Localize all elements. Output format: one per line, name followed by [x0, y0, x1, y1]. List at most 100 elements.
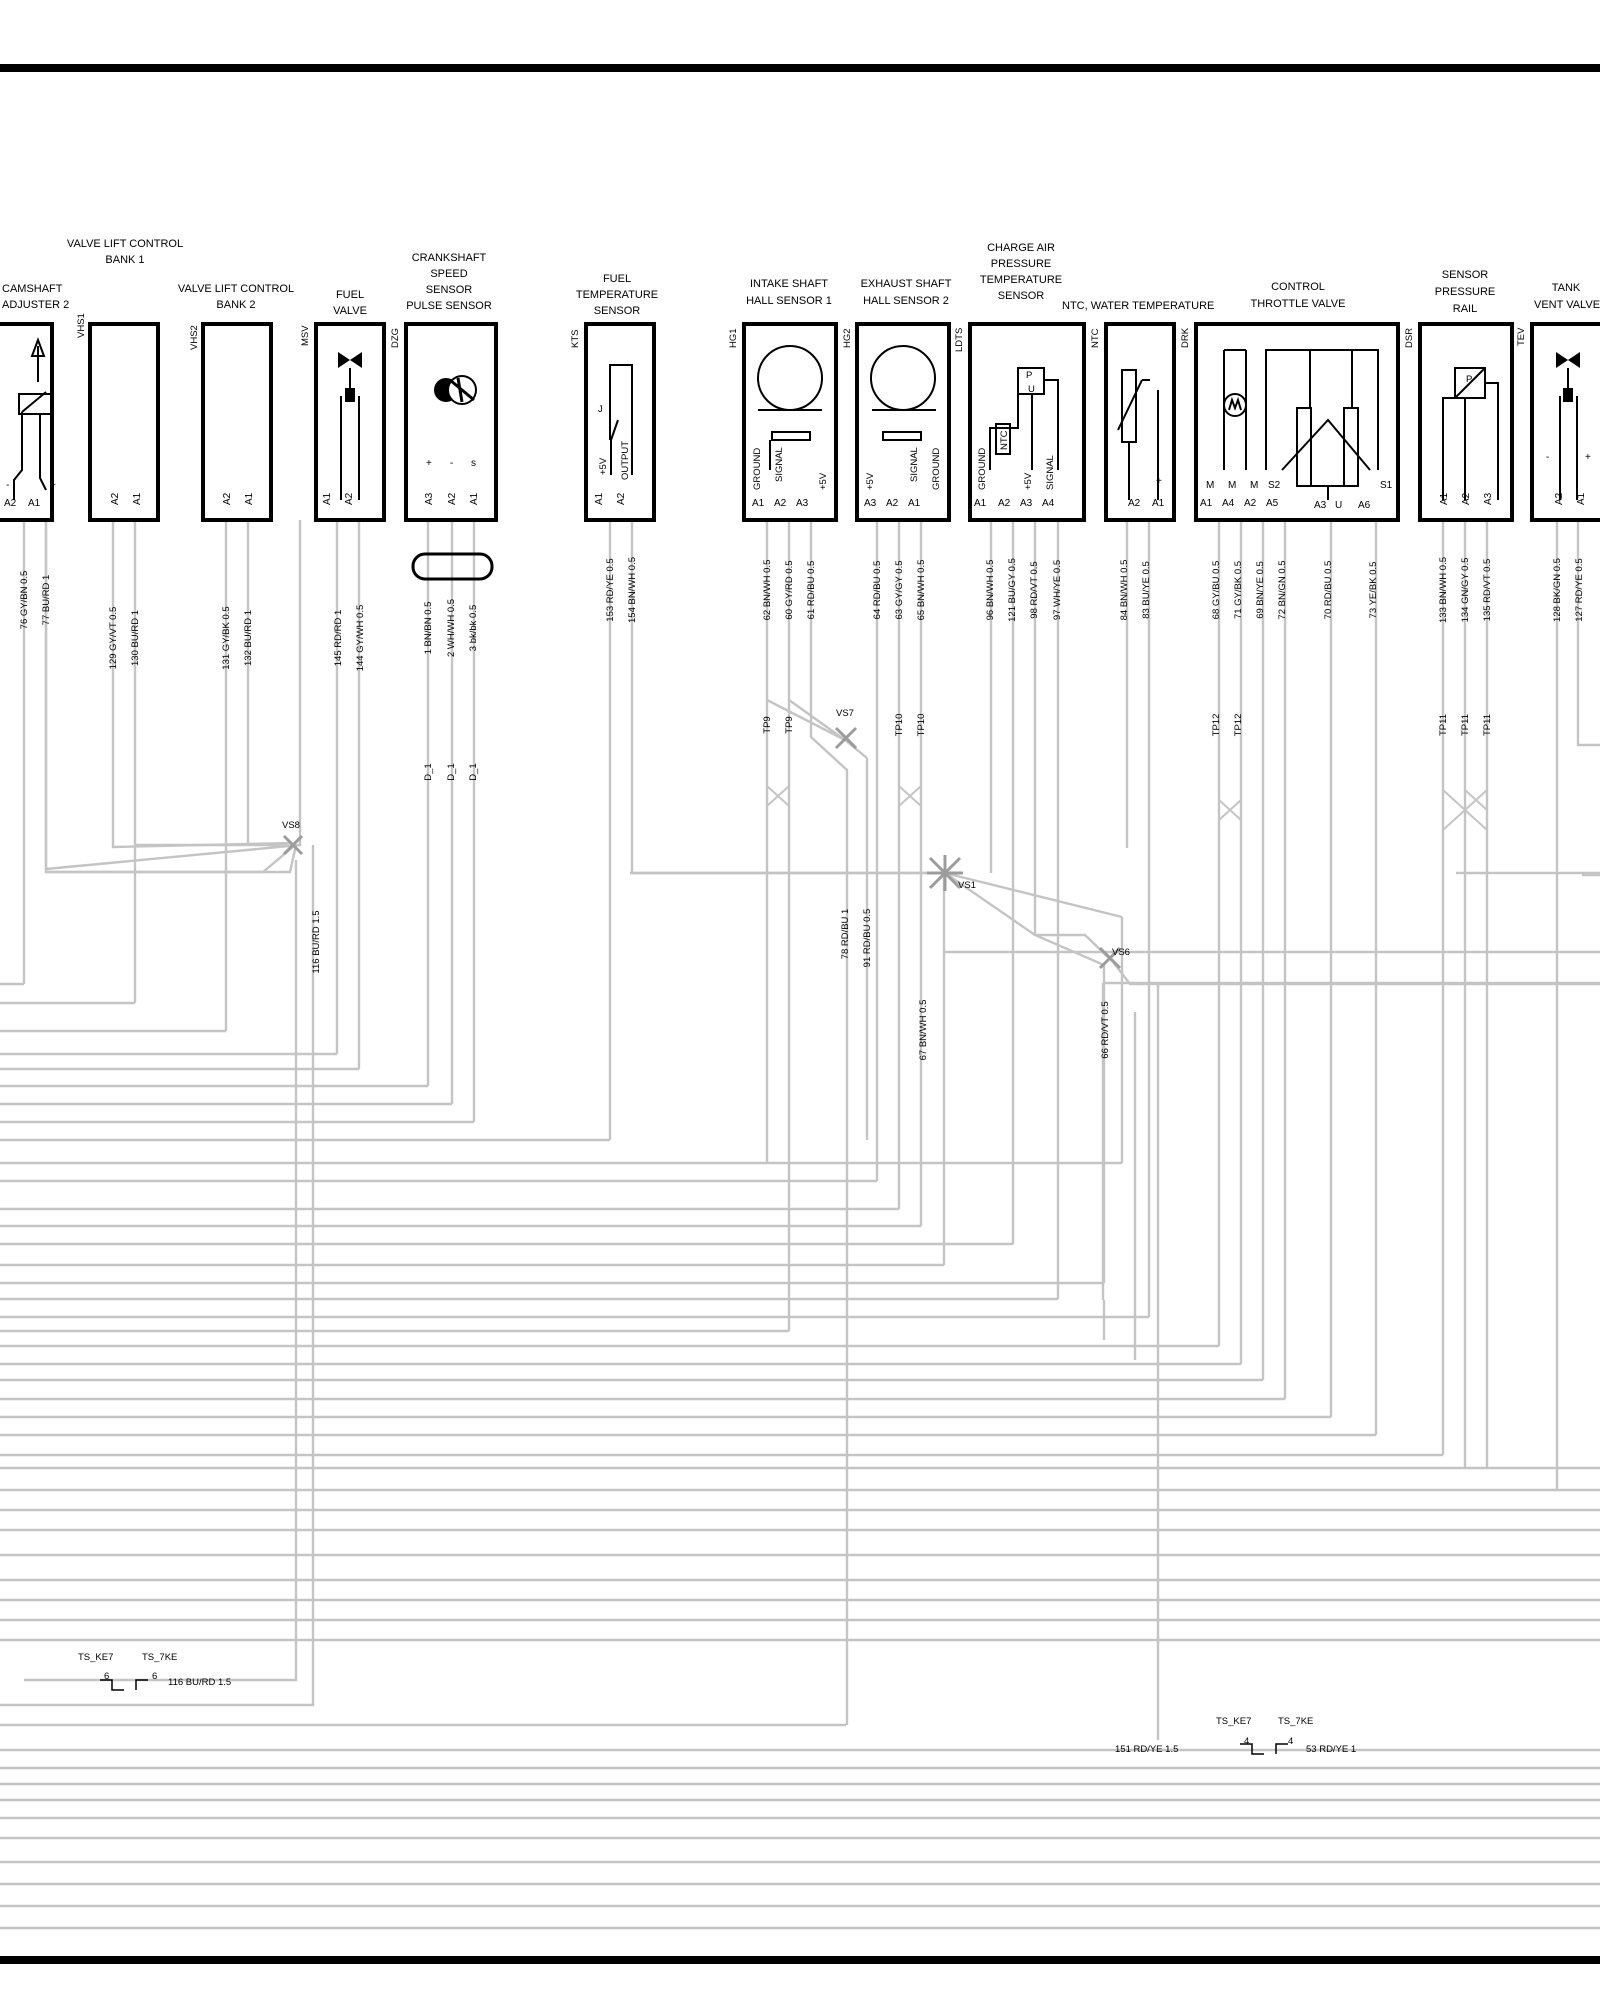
valve-lift-control-bank1-title: VALVE LIFT CONTROL BANK 1 [67, 238, 183, 266]
throttle-motor-icon [1223, 349, 1379, 500]
thermistor-icon [1117, 369, 1159, 500]
svg-text:134 GN/GY 0.5: 134 GN/GY 0.5 [1460, 558, 1471, 623]
svg-text:M: M [1206, 480, 1214, 491]
svg-text:84 BN/WH 0.5: 84 BN/WH 0.5 [1119, 560, 1130, 621]
svg-text:A2: A2 [886, 498, 899, 509]
svg-text:HG2: HG2 [842, 328, 853, 348]
svg-text:FUEL: FUEL [336, 289, 364, 301]
svg-text:+: + [1585, 452, 1591, 463]
svg-text:DRK: DRK [1180, 327, 1191, 348]
svg-text:69 BN/YE 0.5: 69 BN/YE 0.5 [1255, 561, 1266, 619]
connector-ts-ke7-left: TS_KE7 TS_7KE 6 6 116 BU/RD 1.5 [78, 1652, 231, 1691]
svg-text:+5V: +5V [1023, 472, 1034, 490]
svg-text:SENSOR: SENSOR [1442, 269, 1489, 281]
splice-vs8: VS8 116 BU/RD 1.5 [282, 820, 322, 974]
svg-text:154 BN/WH 0.5: 154 BN/WH 0.5 [627, 557, 638, 623]
svg-text:61 RD/BU 0.5: 61 RD/BU 0.5 [806, 561, 817, 620]
pressure-temperature-icon: P U NTC [989, 367, 1059, 470]
svg-text:SENSOR: SENSOR [998, 290, 1045, 302]
svg-text:A1: A1 [974, 498, 987, 509]
svg-text:132 BU/RD 1: 132 BU/RD 1 [243, 610, 254, 666]
svg-text:DSR: DSR [1404, 328, 1415, 348]
svg-text:4: 4 [1244, 1736, 1249, 1747]
svg-text:A3: A3 [424, 492, 435, 505]
svg-text:128 BK/GN 0.5: 128 BK/GN 0.5 [1552, 558, 1563, 622]
solenoid-valve-icon [13, 337, 52, 500]
svg-text:ADJUSTER 2: ADJUSTER 2 [2, 299, 69, 311]
svg-text:1 BN/BN 0.5: 1 BN/BN 0.5 [423, 602, 434, 655]
svg-text:65 BN/WH 0.5: 65 BN/WH 0.5 [916, 560, 927, 621]
svg-text:s: s [471, 458, 476, 469]
svg-text:PRESSURE: PRESSURE [1435, 286, 1496, 298]
svg-text:U: U [1028, 384, 1035, 395]
svg-text:TP10: TP10 [916, 714, 927, 737]
svg-text:62 BN/WH 0.5: 62 BN/WH 0.5 [762, 560, 773, 621]
svg-text:129 GY/VT 0.5: 129 GY/VT 0.5 [108, 607, 119, 670]
svg-text:6: 6 [152, 1671, 157, 1682]
svg-text:NTC: NTC [1090, 328, 1101, 348]
svg-text:U: U [1335, 500, 1342, 511]
svg-text:A3: A3 [1020, 498, 1033, 509]
svg-text:78 RD/BU 1: 78 RD/BU 1 [840, 909, 851, 960]
svg-text:A1: A1 [908, 498, 921, 509]
svg-text:HALL SENSOR 1: HALL SENSOR 1 [746, 295, 832, 307]
svg-text:A1: A1 [28, 498, 41, 509]
svg-text:PULSE SENSOR: PULSE SENSOR [406, 300, 492, 312]
tank-vent-valve-tev: TANK VENT VALVE TEV - + A2 A1 128 BK/GN … [1516, 282, 1600, 622]
svg-text:BANK 1: BANK 1 [105, 254, 144, 266]
svg-text:A2: A2 [110, 492, 121, 505]
svg-text:TEMPERATURE: TEMPERATURE [980, 274, 1062, 286]
svg-text:TANK: TANK [1552, 282, 1581, 294]
valve-icon [338, 352, 362, 500]
svg-text:TS_KE7: TS_KE7 [78, 1652, 113, 1663]
svg-text:M: M [1228, 480, 1236, 491]
pressure-sensor-icon: P [1442, 367, 1499, 500]
fuel-valve-msv: FUEL VALVE MSV A1 A2 145 RD/RD 1 144 GY/… [300, 289, 386, 671]
control-throttle-valve-drk: CONTROL THROTTLE VALVE DRK M M M S2 U S1… [1180, 281, 1400, 737]
svg-text:D_1: D_1 [468, 763, 479, 780]
svg-text:A1: A1 [594, 492, 605, 505]
svg-text:116 BU/RD 1.5: 116 BU/RD 1.5 [311, 910, 322, 973]
svg-text:RAIL: RAIL [1453, 303, 1477, 315]
svg-text:145 RD/RD 1: 145 RD/RD 1 [333, 610, 344, 667]
svg-text:91 RD/BU 0.5: 91 RD/BU 0.5 [862, 909, 873, 968]
svg-text:A1: A1 [1152, 498, 1165, 509]
svg-text:GROUND: GROUND [931, 448, 942, 490]
svg-text:A3: A3 [1483, 492, 1494, 505]
svg-text:A1: A1 [752, 498, 765, 509]
svg-text:VS1: VS1 [958, 880, 976, 891]
top-border [0, 64, 1600, 72]
svg-text:72 BN/GN 0.5: 72 BN/GN 0.5 [1277, 560, 1288, 619]
svg-text:MSV: MSV [300, 325, 311, 346]
crankshaft-speed-sensor-dzg: CRANKSHAFT SPEED SENSOR PULSE SENSOR DZG… [390, 252, 498, 781]
svg-text:TP12: TP12 [1211, 714, 1222, 737]
twisted-pair-marks [766, 785, 1488, 831]
svg-text:HG1: HG1 [728, 328, 739, 348]
svg-text:TS_7KE: TS_7KE [1278, 1716, 1313, 1727]
svg-text:A2: A2 [1128, 498, 1141, 509]
svg-text:A1: A1 [1439, 492, 1450, 505]
svg-text:M: M [1250, 480, 1258, 491]
svg-text:VALVE LIFT CONTROL: VALVE LIFT CONTROL [67, 238, 183, 250]
svg-text:A2: A2 [1244, 498, 1257, 509]
svg-text:NTC: NTC [999, 430, 1010, 450]
svg-text:TS_KE7: TS_KE7 [1216, 1716, 1251, 1727]
svg-text:SIGNAL: SIGNAL [909, 447, 920, 482]
svg-text:60 GY/RD 0.5: 60 GY/RD 0.5 [784, 560, 795, 619]
svg-text:68 GY/BU 0.5: 68 GY/BU 0.5 [1211, 561, 1222, 620]
svg-text:CAMSHAFT: CAMSHAFT [2, 283, 63, 295]
svg-text:71 GY/BK 0.5: 71 GY/BK 0.5 [1233, 561, 1244, 619]
shield-loop [411, 552, 494, 581]
svg-text:CRANKSHAFT: CRANKSHAFT [412, 252, 487, 264]
svg-text:131 GY/BK 0.5: 131 GY/BK 0.5 [221, 606, 232, 669]
svg-text:77 BU/RD 1: 77 BU/RD 1 [41, 575, 52, 626]
svg-text:-: - [450, 458, 453, 469]
svg-text:VS8: VS8 [282, 820, 300, 831]
svg-text:TEMPERATURE: TEMPERATURE [576, 289, 658, 301]
svg-text:A4: A4 [1042, 498, 1055, 509]
svg-text:S1: S1 [1380, 480, 1393, 491]
svg-text:VS7: VS7 [836, 708, 854, 719]
svg-text:SENSOR: SENSOR [426, 284, 473, 296]
svg-text:83 BU/YE 0.5: 83 BU/YE 0.5 [1141, 561, 1152, 619]
